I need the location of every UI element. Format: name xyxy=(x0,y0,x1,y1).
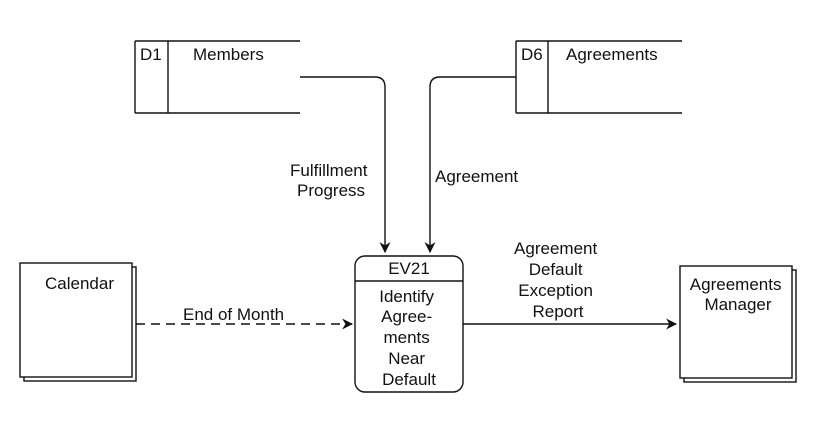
flow-label-report: Agreement Default Exception Report xyxy=(514,239,602,321)
external-entity-agreements-manager[interactable]: Agreements Manager xyxy=(679,265,797,383)
external-entity-name: Agreements Manager xyxy=(690,275,786,314)
flow-arrow-agreement xyxy=(424,76,516,254)
data-store-d6[interactable]: D6 Agreements xyxy=(515,40,682,114)
data-store-name: Agreements xyxy=(566,45,658,64)
data-store-d1[interactable]: D1 Members xyxy=(134,40,300,114)
process-id: EV21 xyxy=(388,259,430,278)
external-entity-name: Calendar xyxy=(45,274,114,293)
data-store-id: D1 xyxy=(140,45,162,64)
data-store-id: D6 xyxy=(521,45,543,64)
process-ev21[interactable]: EV21 Identify Agree- ments Near Default xyxy=(354,255,464,393)
flow-label-fulfillment: Fulfillment Progress xyxy=(290,161,372,200)
flow-label-agreement: Agreement xyxy=(435,167,518,186)
process-name: Identify Agree- ments Near Default xyxy=(379,287,439,389)
data-store-name: Members xyxy=(193,45,264,64)
flow-label-end-of-month: End of Month xyxy=(183,305,284,324)
flow-arrow-fulfillment xyxy=(300,76,391,254)
external-entity-calendar[interactable]: Calendar xyxy=(19,262,137,382)
